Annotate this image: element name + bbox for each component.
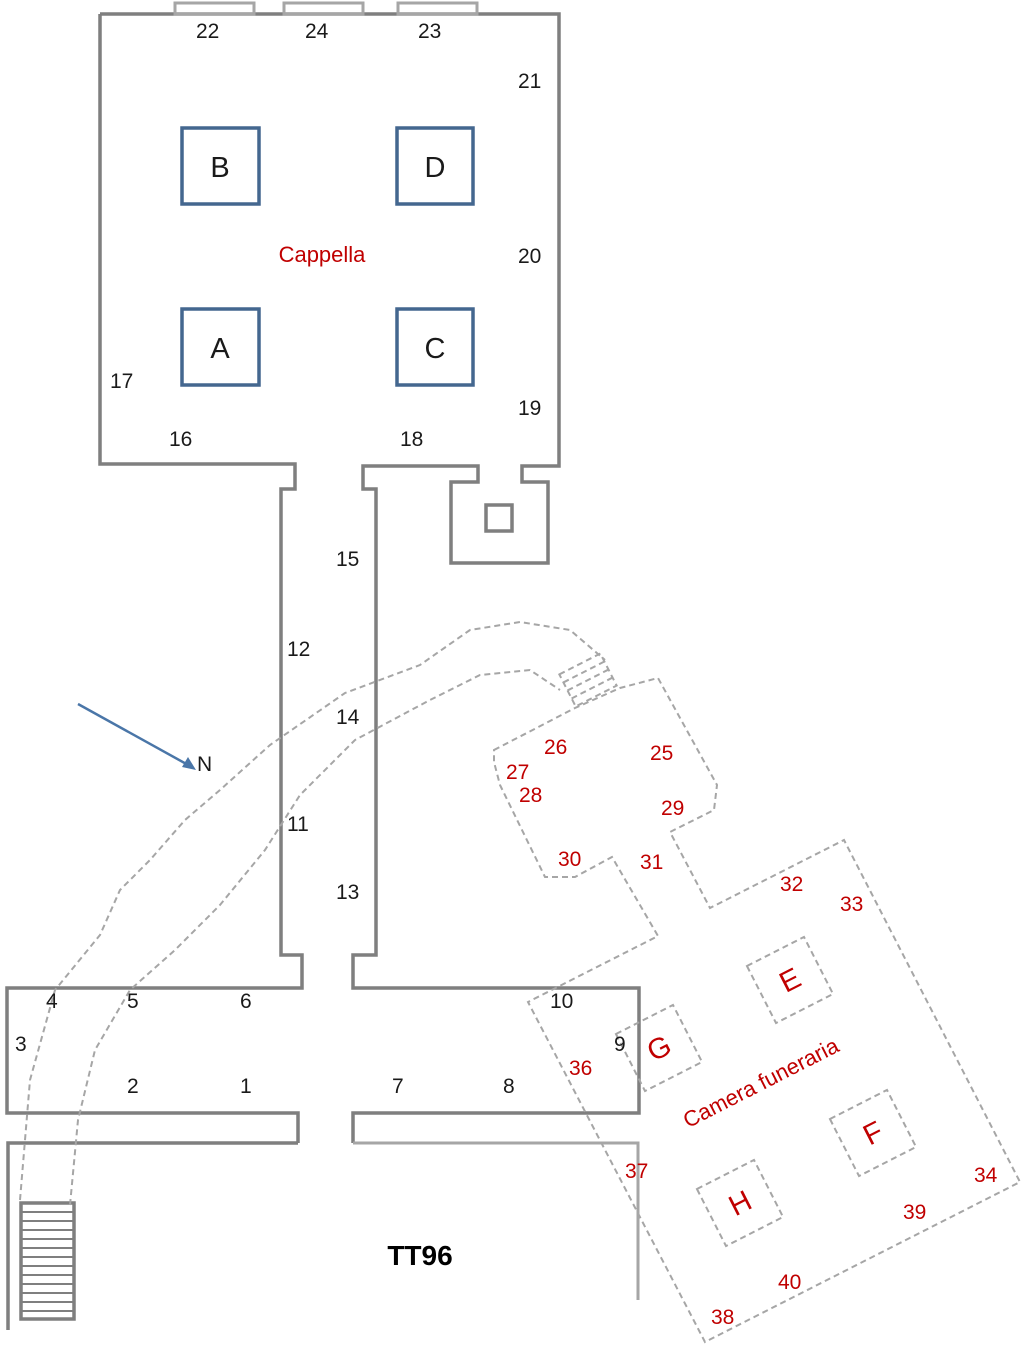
point-38: 38 [711, 1306, 734, 1329]
niche-22 [173, 1, 256, 16]
point-3: 3 [15, 1033, 27, 1056]
point-9: 9 [614, 1033, 626, 1056]
passage-outer [19, 620, 606, 1201]
pillar-label-g: G [642, 1030, 677, 1069]
chapel-label: Cappella [279, 242, 367, 267]
point-28: 28 [519, 784, 542, 807]
north-arrow: N [77, 702, 212, 776]
point-11: 11 [287, 813, 309, 836]
antechamber-outline [493, 676, 1022, 1344]
chapel-outline-left [5, 14, 304, 1143]
pillar-label-f: F [858, 1116, 888, 1153]
chapel-outline [100, 12, 641, 1143]
pillar-f [828, 1088, 918, 1178]
point-40: 40 [778, 1271, 801, 1294]
point-36: 36 [569, 1057, 592, 1080]
point-26: 26 [544, 736, 567, 759]
burial-chamber-label: Camera funeraria [679, 1032, 844, 1132]
niche-square [484, 503, 514, 533]
passage-stairs [557, 652, 619, 708]
point-15: 15 [336, 548, 359, 571]
passage-inner [69, 668, 561, 1206]
point-6: 6 [240, 990, 252, 1013]
north-label: N [197, 753, 212, 776]
underground-passage [19, 620, 619, 1206]
pillar-label-e: E [775, 962, 807, 999]
point-21: 21 [518, 70, 541, 93]
hall-lower-left [6, 1141, 298, 1330]
point-10: 10 [550, 990, 573, 1013]
pillar-c [395, 307, 475, 387]
pillar-h [695, 1158, 785, 1248]
wall-points-chapel: 22 24 23 21 20 17 19 16 18 15 12 14 11 1… [15, 20, 626, 1098]
pillar-label-a: A [210, 333, 230, 365]
point-37: 37 [625, 1160, 648, 1183]
point-12: 12 [287, 638, 310, 661]
chapel-pillars: B D A C [180, 126, 475, 387]
point-27: 27 [506, 761, 529, 784]
point-5: 5 [127, 990, 139, 1013]
pillar-label-b: B [210, 152, 229, 184]
pillar-label-c: C [425, 333, 446, 365]
point-1: 1 [240, 1075, 252, 1098]
point-13: 13 [336, 881, 359, 904]
wall-points-burial: 26 25 27 28 29 30 31 32 33 36 37 34 39 4… [506, 736, 998, 1329]
point-32: 32 [780, 873, 803, 896]
point-4: 4 [46, 990, 58, 1013]
point-2: 2 [127, 1075, 139, 1098]
point-23: 23 [418, 20, 441, 43]
lower-hall-walls [6, 1141, 640, 1330]
point-29: 29 [661, 797, 684, 820]
point-22: 22 [196, 20, 219, 43]
point-24: 24 [305, 20, 329, 43]
point-18: 18 [400, 428, 423, 451]
point-33: 33 [840, 893, 863, 916]
chapel-walls [5, 1, 641, 1143]
staircase [19, 1201, 76, 1321]
point-19: 19 [518, 397, 541, 420]
stair-steps [21, 1211, 74, 1312]
point-39: 39 [903, 1201, 926, 1224]
pillar-label-d: D [425, 152, 446, 184]
point-16: 16 [169, 428, 192, 451]
north-arrow-head [182, 757, 196, 770]
point-30: 30 [558, 848, 581, 871]
point-20: 20 [518, 245, 541, 268]
pillar-e [745, 935, 835, 1025]
point-7: 7 [392, 1075, 404, 1098]
point-8: 8 [503, 1075, 515, 1098]
pillar-a [180, 307, 261, 387]
hall-lower-right [353, 1141, 640, 1300]
point-17: 17 [110, 370, 133, 393]
pillar-b [180, 126, 261, 206]
niche-24 [282, 1, 365, 16]
point-25: 25 [650, 742, 673, 765]
pillar-d [395, 126, 475, 206]
point-31: 31 [640, 851, 663, 874]
tomb-title: TT96 [387, 1240, 452, 1271]
pillar-label-h: H [724, 1185, 757, 1223]
north-arrow-line [77, 702, 191, 768]
niche-23 [396, 1, 479, 16]
pillar-g [614, 1003, 704, 1093]
point-34: 34 [974, 1164, 998, 1187]
point-14: 14 [336, 706, 360, 729]
